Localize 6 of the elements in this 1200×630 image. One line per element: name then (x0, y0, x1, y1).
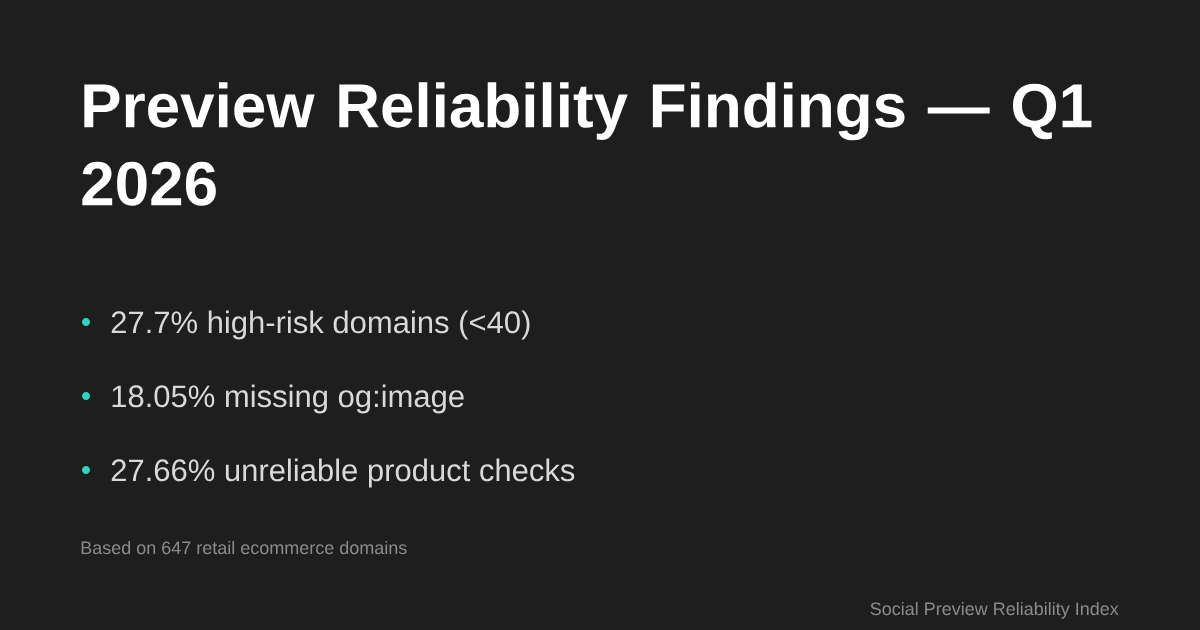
footer-text: Social Preview Reliability Index (870, 601, 1119, 619)
note: Based on 647 retail ecommerce domains (81, 540, 407, 555)
bullet-text: 27.7% high-risk domains (<40) (111, 310, 530, 340)
title: Preview Reliability Findings — Q1 2026 (82, 82, 1092, 206)
bullet-text: 27.66% unreliable product checks (111, 458, 575, 488)
bullet-text: 18.05% missing og:image (112, 384, 464, 414)
